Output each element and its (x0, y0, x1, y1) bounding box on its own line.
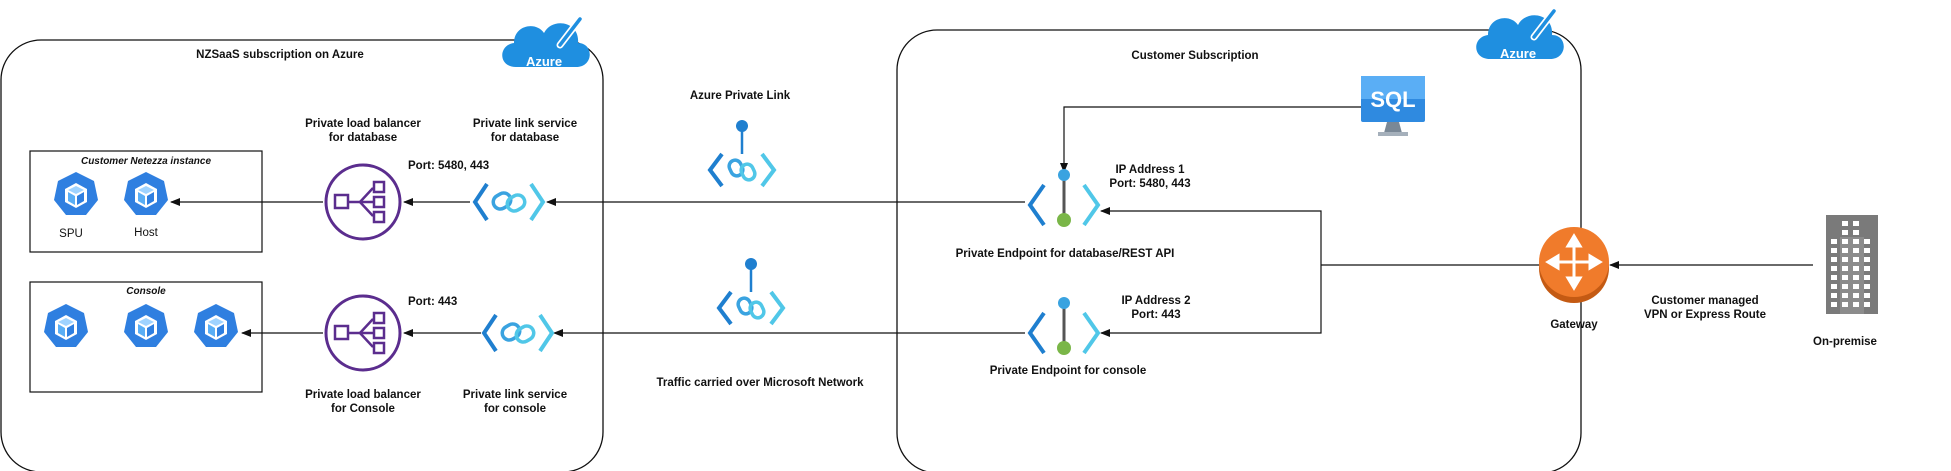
azure-cloud-badge-left: Azure (502, 19, 590, 69)
building-window (1831, 257, 1837, 262)
building-window (1842, 302, 1848, 307)
pls-db-label: Private link service for database (472, 118, 578, 144)
netezza-instance-title: Customer Netezza instance (80, 156, 212, 167)
building-window (1853, 266, 1859, 271)
building-window (1831, 266, 1837, 271)
console-node-3-icon (194, 304, 238, 347)
building-window (1864, 266, 1870, 271)
azure-private-link-icon (708, 118, 776, 188)
building-window (1842, 275, 1848, 280)
spu-label: SPU (59, 228, 83, 240)
private-endpoint-console-icon (1028, 295, 1100, 357)
console-box (29, 281, 263, 393)
gateway-router-icon (1539, 227, 1609, 303)
ip1-label: IP Address 1 Port: 5480, 443 (1109, 164, 1191, 190)
building-window (1853, 230, 1859, 235)
building-window (1842, 230, 1848, 235)
azure-private-link-2-icon (717, 256, 785, 326)
console-title: Console (126, 286, 166, 297)
svg-text:Azure: Azure (1500, 46, 1536, 61)
nzsaas-subscription-title: NZSaaS subscription on Azure (196, 49, 364, 61)
private-link-service-db-icon (473, 182, 545, 222)
load-balancer-db-icon (324, 163, 402, 241)
building-window (1864, 284, 1870, 289)
pe-db-label: Private Endpoint for database/REST API (955, 248, 1175, 260)
connector-sql-to-pe-db (1060, 106, 1361, 173)
lb-db-label: Private load balancer for database (305, 118, 421, 144)
building-window (1831, 275, 1837, 280)
ip2-label: IP Address 2 Port: 443 (1121, 295, 1191, 321)
building-window (1842, 293, 1848, 298)
console-node-1-icon (44, 304, 88, 347)
building-window (1831, 248, 1837, 253)
host-node-icon (124, 172, 168, 215)
building-window (1842, 266, 1848, 271)
building-window (1853, 293, 1859, 298)
connector-gateway-to-pe-db (1100, 207, 1322, 265)
customer-subscription-title: Customer Subscription (1131, 50, 1259, 62)
gateway-label: Gateway (1550, 319, 1598, 331)
building-window (1842, 248, 1848, 253)
building-window (1831, 293, 1837, 298)
pls-console-label: Private link service for console (462, 389, 568, 415)
building-window (1853, 221, 1859, 226)
building-window (1864, 239, 1870, 244)
building-window (1853, 257, 1859, 262)
building-window (1853, 302, 1859, 307)
console-node-2-icon (124, 304, 168, 347)
building-icon (1826, 215, 1878, 314)
sql-database-icon: SQL (1361, 76, 1425, 136)
host-label: Host (134, 227, 158, 239)
building-window (1864, 257, 1870, 262)
building-window (1864, 275, 1870, 280)
building-window (1842, 284, 1848, 289)
port-console-label: Port: 443 (408, 296, 458, 308)
building-window (1831, 302, 1837, 307)
pe-console-label: Private Endpoint for console (989, 365, 1147, 377)
port-db-label: Port: 5480, 443 (408, 160, 490, 172)
on-premise-label: On-premise (1813, 336, 1877, 348)
building-window (1864, 302, 1870, 307)
traffic-label: Traffic carried over Microsoft Network (656, 377, 864, 389)
private-link-service-console-icon (482, 313, 554, 353)
building-window (1842, 239, 1848, 244)
private-endpoint-db-icon (1028, 167, 1100, 229)
nzsaas-subscription-container (0, 39, 604, 471)
building-window (1842, 257, 1848, 262)
connectors (170, 106, 1813, 337)
sql-icon-text: SQL (1370, 87, 1415, 112)
building-window (1853, 275, 1859, 280)
svg-text:Azure: Azure (526, 54, 562, 69)
building-window (1831, 284, 1837, 289)
building-window (1864, 293, 1870, 298)
lb-console-label: Private load balancer for Console (305, 389, 421, 415)
vpn-label: Customer managed VPN or Express Route (1643, 295, 1767, 321)
building-window (1853, 239, 1859, 244)
private-link-label: Azure Private Link (689, 90, 791, 102)
building-window (1853, 248, 1859, 253)
building-window (1842, 221, 1848, 226)
building-window (1831, 239, 1837, 244)
building-window (1864, 248, 1870, 253)
load-balancer-console-icon (324, 294, 402, 372)
connector-gateway-to-pe-console (1100, 265, 1322, 337)
spu-node-icon (54, 172, 98, 215)
azure-cloud-badge-right: Azure (1476, 11, 1564, 61)
building-window (1853, 284, 1859, 289)
